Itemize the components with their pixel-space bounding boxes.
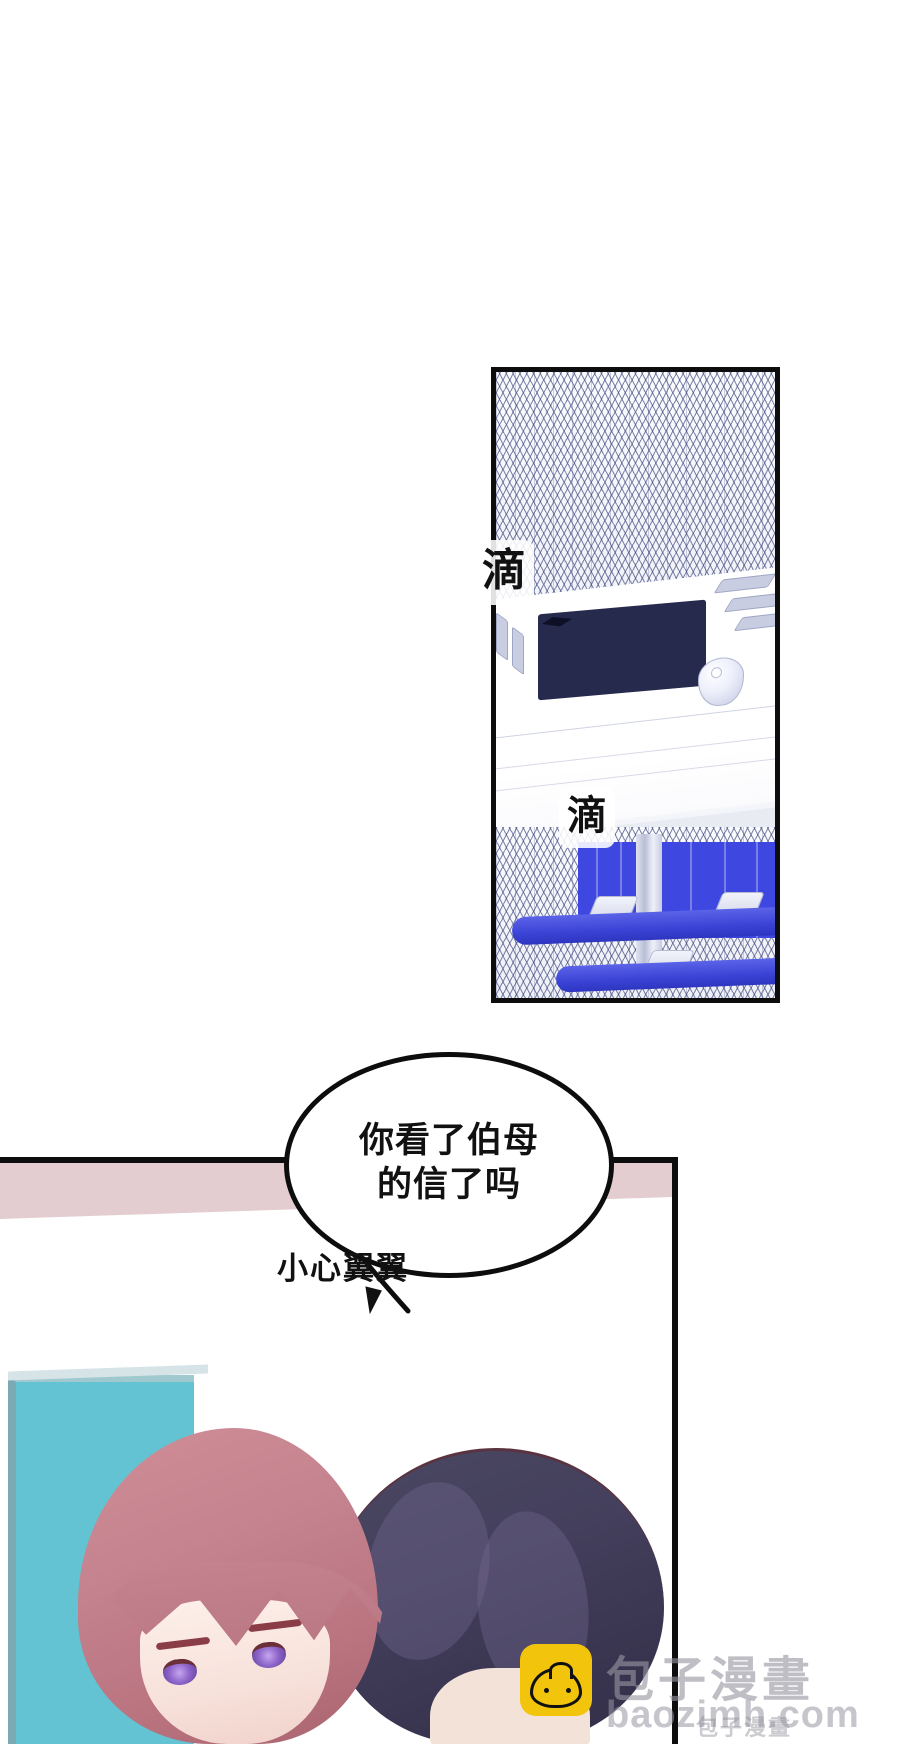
medical-monitor-machine [496, 565, 775, 840]
machine-vent-slat [733, 611, 775, 632]
speech-bubble-text: 你看了伯母 的信了吗 [358, 1121, 539, 1205]
watermark-subtitle: 包子漫畫 [696, 1715, 793, 1740]
narration-text: 小心翼翼 [277, 1251, 409, 1286]
sound-effect-beep-2: 滴 [559, 787, 615, 848]
machine-vent-slat [512, 626, 524, 676]
machine-edge-line [496, 755, 775, 793]
monitor-screen [538, 599, 706, 701]
speech-bubble: 你看了伯母 的信了吗 [284, 1052, 614, 1278]
machine-vent-slat [496, 612, 508, 661]
rail-slat [596, 842, 598, 938]
rail-slat [724, 842, 726, 938]
machine-vent-slat [713, 573, 775, 594]
sound-effect-beep-1: 滴 [474, 540, 534, 605]
character-navy-shoulder [430, 1668, 590, 1744]
rail-slat [756, 842, 758, 938]
rail-slat [690, 842, 692, 938]
machine-edge-line [496, 733, 775, 771]
machine-vent-slat [723, 592, 775, 613]
panel-top-hospital-monitor [491, 367, 780, 1003]
rail-slat [620, 842, 622, 938]
machine-base [496, 702, 775, 835]
